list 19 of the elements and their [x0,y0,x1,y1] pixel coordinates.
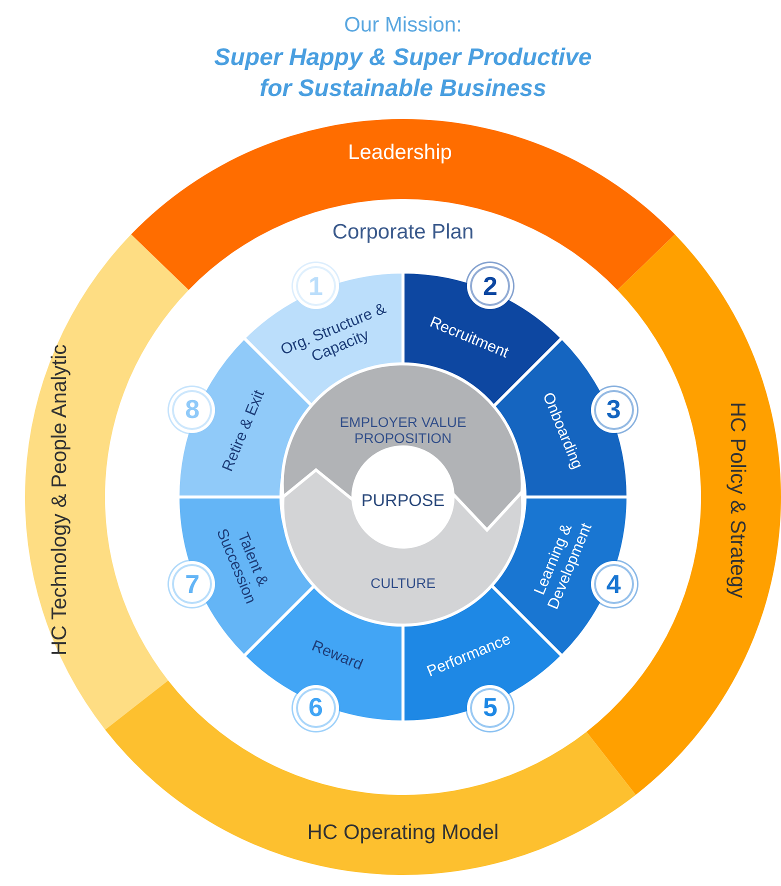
ring-label: HC Operating Model [306,820,500,846]
mission-heading: Our Mission: [343,12,463,38]
step-number-badge: 2 [470,266,510,306]
step-number-badge: 6 [296,688,336,728]
center-label: PURPOSE [360,491,446,511]
mission-statement: Super Happy & Super Productive for Sustainable Business [213,43,593,104]
step-number-badge: 7 [172,564,212,604]
step-number-badge: 1 [296,266,336,306]
center-label: CULTURE [369,574,437,592]
center-label: EMPLOYER VALUE PROPOSITION [338,414,468,446]
step-number-badge: 8 [172,390,212,430]
step-number-badge: 5 [470,688,510,728]
ring-label: Leadership [347,140,453,166]
step-number-badge: 4 [594,564,634,604]
step-label: Retire & Exit [218,386,270,476]
ring-label: HC Policy & Strategy [725,400,750,600]
ring-label: HC Technology & People Analytic [48,343,72,658]
step-number-badge: 3 [594,390,634,430]
plan-label: Corporate Plan [331,219,475,246]
